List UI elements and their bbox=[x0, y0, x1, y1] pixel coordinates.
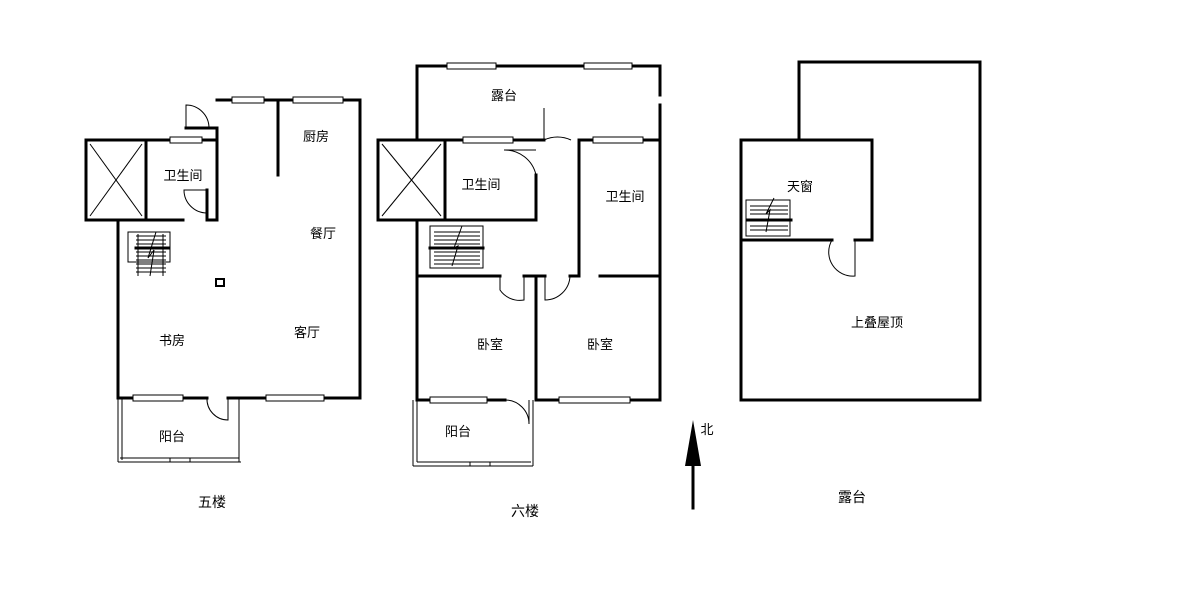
floor6-caption: 六楼 bbox=[511, 504, 539, 520]
floor5-caption: 五楼 bbox=[198, 495, 226, 511]
north-label: 北 bbox=[700, 423, 713, 438]
roof-stairs bbox=[745, 197, 793, 237]
roof-caption: 露台 bbox=[838, 490, 866, 506]
floor6-plan: 露台 卫生间 卫生间 卧室 卧室 阳台 六楼 bbox=[376, 62, 662, 520]
floor5-stairs bbox=[127, 231, 171, 277]
floor5-plan: 厨房 卫生间 餐厅 书房 客厅 阳台 五楼 bbox=[84, 96, 362, 511]
floor6-bedroom-right-label: 卧室 bbox=[587, 337, 613, 353]
floor6-balcony-label: 阳台 bbox=[445, 425, 471, 440]
floor5-living-label: 客厅 bbox=[294, 325, 320, 341]
floor5-column bbox=[215, 278, 225, 287]
floor5-dining-label: 餐厅 bbox=[310, 226, 336, 242]
floor6-bathroom-left-label: 卫生间 bbox=[461, 178, 500, 193]
north-arrow: 北 bbox=[685, 420, 714, 510]
floor5-kitchen-label: 厨房 bbox=[303, 129, 329, 145]
floor5-study-label: 书房 bbox=[159, 333, 185, 349]
floor6-stairs bbox=[428, 225, 485, 269]
floor6-bedroom-left-label: 卧室 bbox=[477, 337, 503, 353]
floor6-bathroom-right-label: 卫生间 bbox=[605, 190, 644, 205]
floor6-terrace-label: 露台 bbox=[491, 89, 517, 104]
roof-skylight-label: 天窗 bbox=[787, 179, 813, 195]
roof-plan: 天窗 上叠屋顶 露台 bbox=[739, 60, 982, 506]
roof-upper-label: 上叠屋顶 bbox=[851, 316, 903, 331]
floor5-balcony-label: 阳台 bbox=[159, 430, 185, 445]
floor6-shaft-wall bbox=[376, 138, 447, 222]
floor5-bathroom-label: 卫生间 bbox=[163, 169, 202, 184]
roof-outline bbox=[739, 60, 982, 402]
